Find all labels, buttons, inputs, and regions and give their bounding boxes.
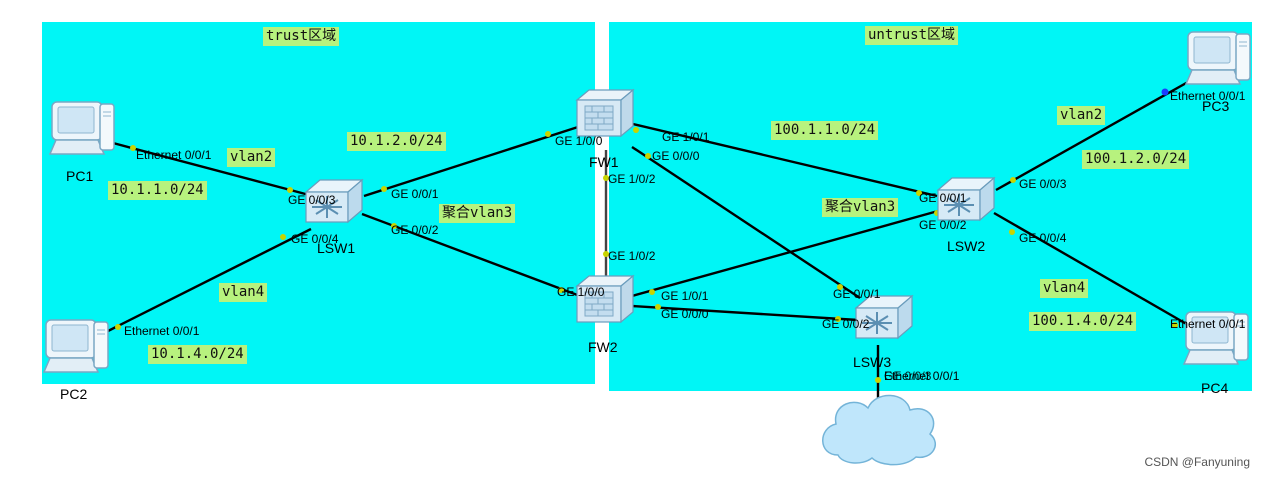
- device-name-lsw3: LSW3: [853, 354, 892, 370]
- port-label: GE 0/0/2: [391, 223, 439, 237]
- device-name-lsw1: LSW1: [317, 240, 356, 256]
- device-name-pc3: PC3: [1202, 98, 1230, 114]
- link-fw1-lsw3: [631, 145, 861, 300]
- subnet-label: 10.1.1.0/24: [108, 181, 207, 200]
- device-name-pc1: PC1: [66, 168, 94, 184]
- pc1-icon[interactable]: [49, 101, 115, 155]
- port-label: GE 1/0/2: [608, 249, 656, 263]
- untrust-zone: [609, 22, 1252, 391]
- port-label: Ethernet 0/0/1: [124, 324, 200, 338]
- subnet-label: 100.1.4.0/24: [1029, 312, 1137, 331]
- device-name-fw1: FW1: [589, 154, 619, 170]
- port-label: GE 0/0/1: [391, 187, 439, 201]
- fw2-icon[interactable]: [576, 275, 634, 323]
- vlan-label: 聚合vlan3: [439, 204, 516, 223]
- port-label: Ethernet 0/0/1: [136, 148, 212, 162]
- port-label: GE 1/0/2: [608, 172, 656, 186]
- port-label: GE 0/0/1: [919, 191, 967, 205]
- fw1-icon[interactable]: [576, 89, 634, 137]
- cloud-icon[interactable]: [822, 394, 936, 466]
- port-label: GE 0/0/0: [652, 149, 700, 163]
- device-name-pc4: PC4: [1201, 380, 1229, 396]
- subnet-label: 10.1.2.0/24: [347, 132, 446, 151]
- port-label: Ethernet 0/0/1: [884, 369, 960, 383]
- link-fw1-lsw2: [632, 122, 938, 198]
- device-name-fw2: FW2: [588, 339, 618, 355]
- subnet-label: 100.1.2.0/24: [1082, 150, 1190, 169]
- vlan-label: vlan4: [219, 283, 268, 302]
- port-label: GE 1/0/0: [555, 134, 603, 148]
- vlan-label: vlan2: [227, 148, 276, 167]
- port-dots: [115, 127, 1178, 383]
- port-label: GE 0/0/4: [291, 232, 339, 246]
- links: [107, 80, 1191, 398]
- port-label: GE 0/0/3: [884, 369, 932, 383]
- watermark: CSDN @Fanyuning: [1144, 455, 1250, 469]
- link-fw2-lsw3: [631, 304, 859, 322]
- link-lsw2-pc4: [993, 211, 1191, 328]
- trust-zone-label: trust区域: [263, 27, 340, 46]
- subnet-label: 100.1.1.0/24: [771, 121, 879, 140]
- device-name-pc2: PC2: [60, 386, 88, 402]
- port-label: GE 1/0/0: [557, 285, 605, 299]
- vlan-label: vlan4: [1040, 279, 1089, 298]
- pc3-icon[interactable]: [1185, 31, 1251, 85]
- port-label: GE 0/0/4: [1019, 231, 1067, 245]
- port-label: GE 0/0/3: [1019, 177, 1067, 191]
- vlan-label: vlan2: [1057, 106, 1106, 125]
- port-label: Ethernet 0/0/1: [1170, 317, 1246, 331]
- link-pc2-lsw1: [107, 227, 312, 333]
- port-label: Ethernet 0/0/1: [1170, 89, 1246, 103]
- port-label: GE 0/0/3: [288, 193, 336, 207]
- port-label: GE 0/0/2: [919, 218, 967, 232]
- port-label: GE 0/0/2: [822, 317, 870, 331]
- port-label: GE 0/0/1: [833, 287, 881, 301]
- link-lsw2-pc3: [995, 80, 1189, 192]
- link-fw2-lsw2: [631, 209, 939, 298]
- port-label: GE 1/0/1: [661, 289, 709, 303]
- device-name-lsw2: LSW2: [947, 238, 986, 254]
- untrust-zone-label: untrust区域: [865, 26, 959, 45]
- link-lsw1-fw1: [363, 125, 579, 198]
- link-pc1-lsw1: [112, 141, 314, 198]
- pc2-icon[interactable]: [43, 319, 109, 373]
- subnet-label: 10.1.4.0/24: [148, 345, 247, 364]
- port-label: GE 0/0/0: [661, 307, 709, 321]
- pc3-port-dot: [1161, 88, 1169, 96]
- vlan-label: 聚合vlan3: [822, 198, 899, 217]
- link-lsw1-fw2: [361, 212, 581, 298]
- port-label: GE 1/0/1: [662, 130, 710, 144]
